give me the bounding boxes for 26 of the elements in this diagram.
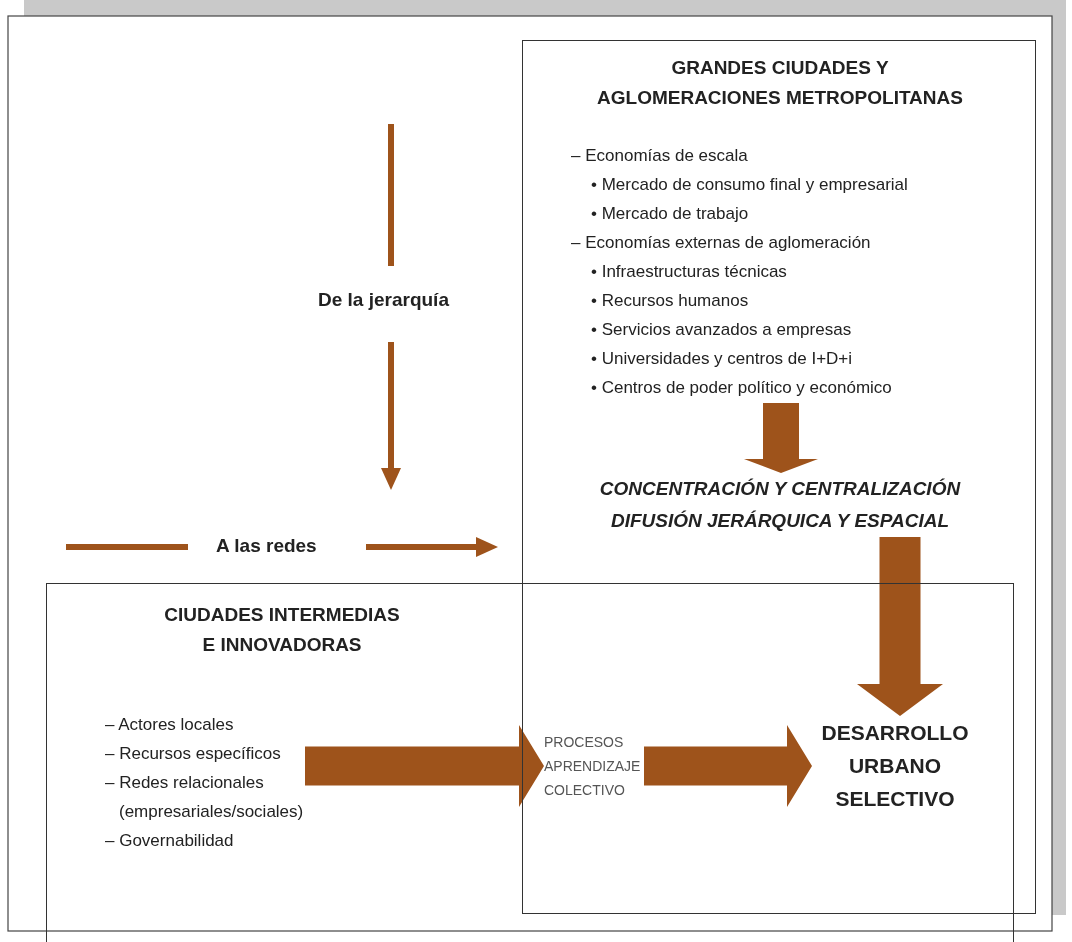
process-text: PROCESOS APRENDIZAJE COLECTIVO [544, 730, 644, 804]
list-item: • Mercado de consumo final y empresarial [591, 174, 908, 196]
block-arrow [305, 725, 544, 807]
list-item: • Universidades y centros de I+D+i [591, 348, 853, 370]
list-item: – Economías externas de aglomeración [571, 232, 871, 254]
list-item: – Recursos específicos [105, 743, 281, 765]
box-heading: GRANDES CIUDADES Y AGLOMERACIONES METROPOLITANAS [596, 56, 964, 110]
box-heading: CIUDADES INTERMEDIAS E INNOVADORAS [163, 603, 401, 657]
list-item: – Economías de escala [571, 145, 748, 167]
list-item: • Centros de poder político y económico [591, 377, 892, 399]
block-arrow [857, 537, 943, 716]
direction-label: A las redes [216, 535, 317, 557]
result-text: CONCENTRACIÓN Y CENTRALIZACIÓN DIFUSIÓN JERÁRQUICA Y ESPACIAL [563, 473, 997, 537]
region-box [522, 40, 1036, 914]
list-item: • Mercado de trabajo [591, 203, 749, 225]
direction-label: De la jerarquía [318, 289, 449, 311]
region-box [46, 583, 1014, 942]
outcome-text: DESARROLLO URBANO SELECTIVO [812, 716, 978, 816]
list-item: – Redes relacionales (empresariales/sociales) [105, 772, 305, 823]
list-item: – Governabilidad [105, 830, 234, 852]
block-arrow [744, 403, 818, 473]
list-item: • Infraestructuras técnicas [591, 261, 787, 283]
list-item: • Servicios avanzados a empresas [591, 319, 852, 341]
list-item: • Recursos humanos [591, 290, 749, 312]
list-item: – Actores locales [105, 714, 234, 736]
block-arrow [644, 725, 812, 807]
